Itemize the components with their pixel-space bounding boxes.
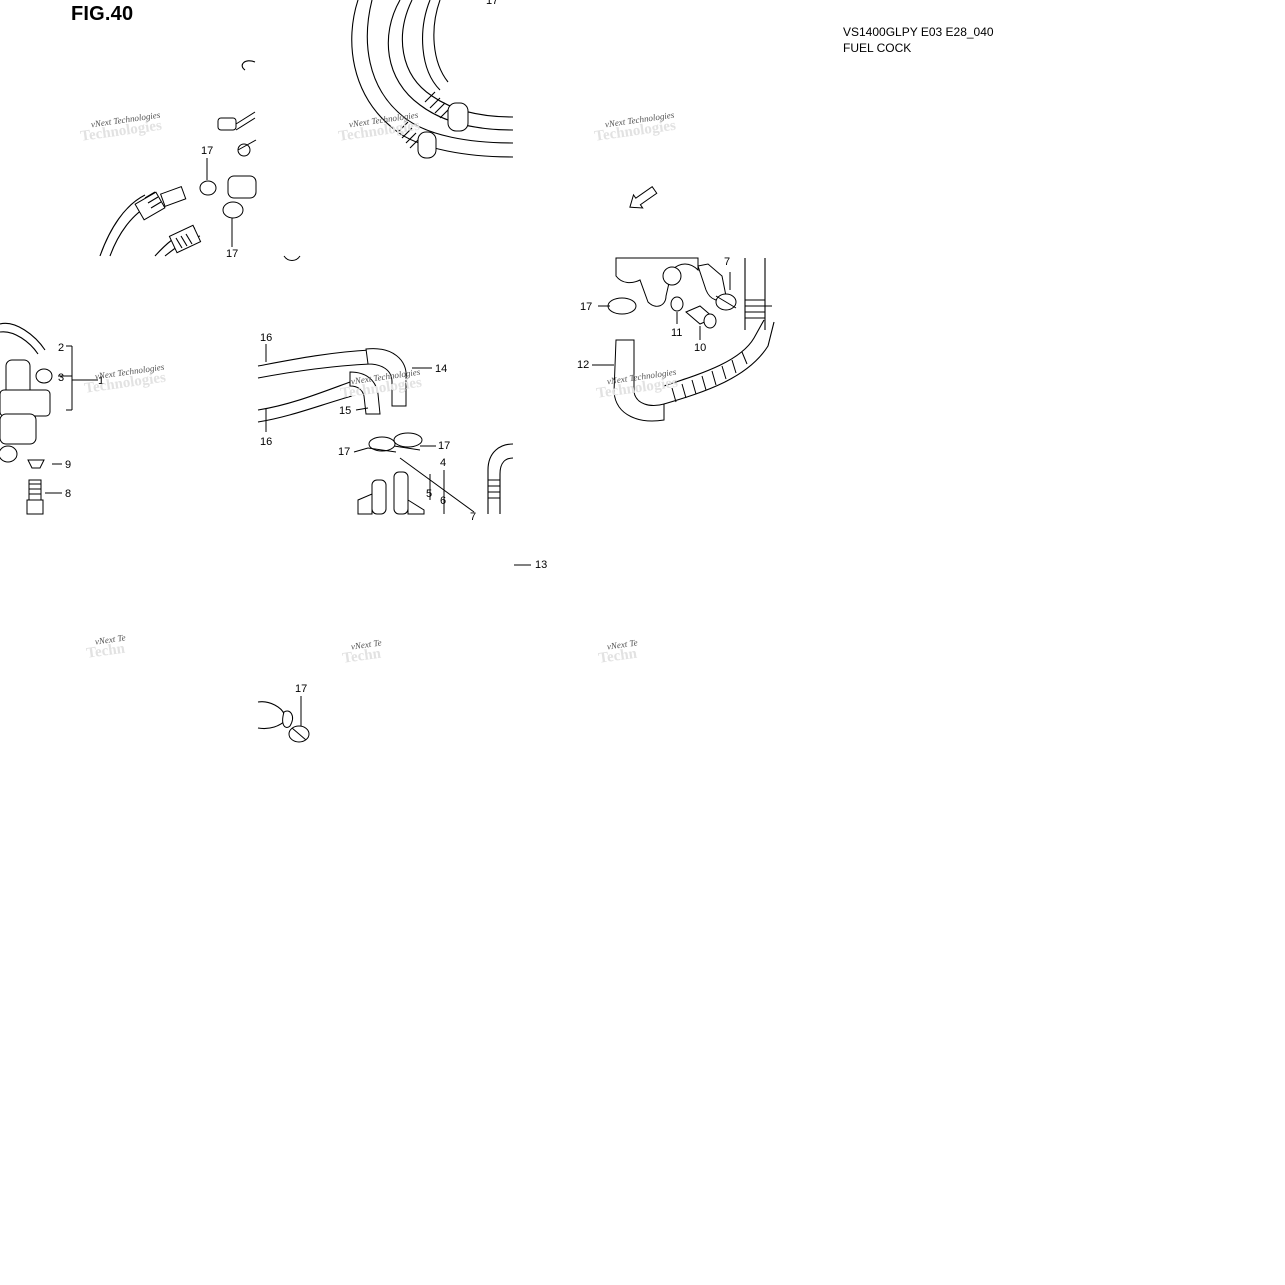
tile-middle-middle: 16 16 14 15 17 17 4 5 6 7 (257, 332, 514, 523)
diagram-header: VS1400GLPY E03 E28_040 FUEL COCK (843, 24, 994, 56)
callout-17-b: 17 (226, 248, 238, 260)
watermark-text: vNext Te (606, 637, 638, 651)
watermark-bg: Techn (85, 641, 126, 662)
callout-17-g: 17 (295, 683, 307, 695)
callout-6: 6 (440, 495, 446, 507)
callout-11: 11 (671, 327, 682, 339)
callout-15: 15 (339, 405, 351, 417)
tile-middle-left: 2 3 1 9 8 (0, 322, 104, 515)
callout-12: 12 (577, 359, 589, 371)
callout-7: 7 (724, 256, 730, 268)
watermark-text: vNext Te (94, 632, 126, 646)
tile-bottom-middle: 17 (257, 683, 310, 743)
model-code: VS1400GLPY E03 E28_040 (843, 25, 994, 39)
callout-5: 5 (426, 488, 432, 500)
tile-top-left: 17 17 (99, 60, 301, 261)
hose-band-upper (424, 91, 469, 132)
callout-13-group: 13 (514, 559, 547, 571)
callout-9: 9 (65, 459, 71, 471)
figure-title: FIG.40 (71, 3, 134, 25)
hose-band-lower (397, 121, 437, 159)
callout-2: 2 (58, 342, 64, 354)
tile-top-middle: 17 (351, 0, 514, 159)
callout-17-d: 17 (338, 446, 350, 458)
callout-4: 4 (440, 457, 446, 469)
callout-3: 3 (58, 372, 64, 384)
callout-17-f: 17 (580, 301, 592, 313)
callout-10: 10 (694, 342, 706, 354)
callout-8: 8 (65, 488, 71, 500)
fwd-arrow: FWD (629, 185, 658, 209)
callout-17-c: 17 (486, 0, 498, 7)
watermark-bg: Techn (597, 646, 638, 667)
callout-17-a: 17 (201, 145, 213, 157)
callout-14: 14 (435, 363, 447, 375)
callout-16-a: 16 (260, 332, 272, 344)
callout-16-b: 16 (260, 436, 272, 448)
tile-middle-right: 7 17 11 10 12 (577, 256, 775, 422)
section-name: FUEL COCK (843, 41, 912, 55)
watermark-bg: Techn (341, 646, 382, 667)
watermark-text: vNext Te (350, 637, 382, 651)
callout-1: 1 (98, 375, 104, 387)
callout-13: 13 (535, 559, 547, 571)
callout-17-e: 17 (438, 440, 450, 452)
callout-7-b: 7 (470, 511, 476, 523)
